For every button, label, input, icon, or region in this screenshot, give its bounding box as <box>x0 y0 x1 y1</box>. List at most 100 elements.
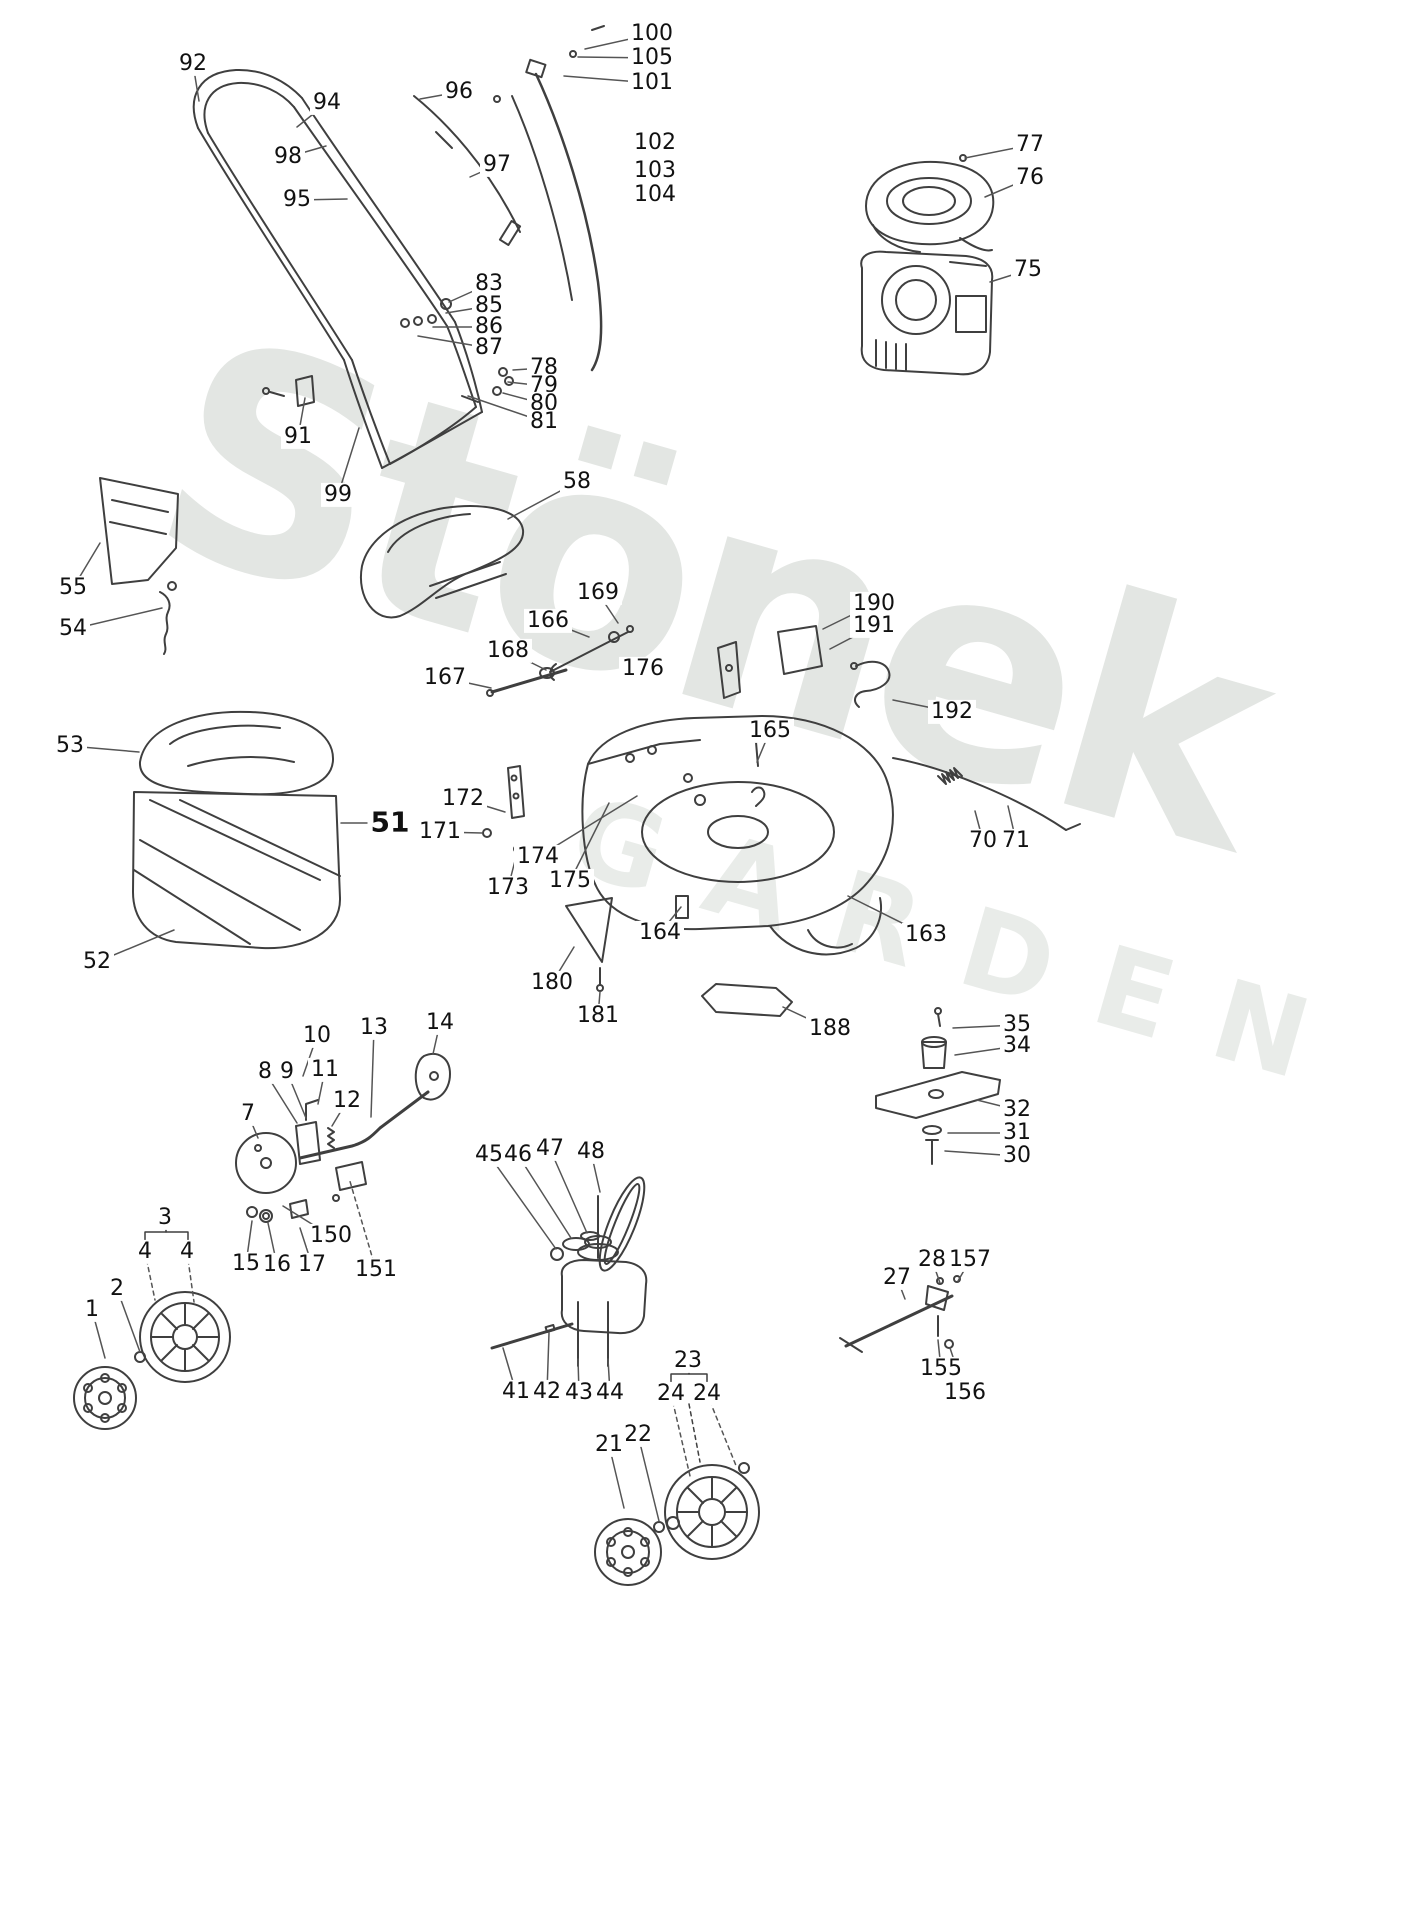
part-label-45: 45 <box>472 1142 506 1168</box>
part-label-13: 13 <box>357 1015 391 1041</box>
part-label-53: 53 <box>53 733 87 759</box>
part-label-91: 91 <box>281 424 315 450</box>
part-label-99: 99 <box>321 482 355 508</box>
part-label-181: 181 <box>574 1003 622 1029</box>
part-label-51: 51 <box>367 807 413 839</box>
leader-line-175 <box>569 802 610 882</box>
part-label-172: 172 <box>439 786 487 812</box>
part-label-166: 166 <box>524 608 572 634</box>
part-label-31: 31 <box>1000 1120 1034 1146</box>
leader-line-13 <box>370 1027 375 1118</box>
part-label-58: 58 <box>560 469 594 495</box>
part-label-11: 11 <box>308 1057 342 1083</box>
part-label-171: 171 <box>416 819 464 845</box>
rear-wheel-art <box>594 1462 760 1586</box>
gearbox-art <box>490 1176 648 1367</box>
part-label-23: 23 <box>671 1348 705 1374</box>
part-label-41: 41 <box>499 1379 533 1405</box>
left-wheel-art <box>73 1291 231 1430</box>
part-label-34: 34 <box>1000 1033 1034 1059</box>
part-label-2: 2 <box>107 1276 127 1302</box>
leader-line-46 <box>517 1154 572 1239</box>
part-label-83: 83 <box>472 271 506 297</box>
part-label-169: 169 <box>574 580 622 606</box>
part-label-167: 167 <box>421 665 469 691</box>
blade-art <box>875 1007 1001 1165</box>
part-label-168: 168 <box>484 638 532 664</box>
part-label-43: 43 <box>562 1380 596 1406</box>
part-label-24: 24 <box>654 1381 688 1407</box>
part-label-94: 94 <box>310 90 344 116</box>
part-label-77: 77 <box>1013 132 1047 158</box>
part-label-157: 157 <box>946 1247 994 1273</box>
front-cover-art <box>359 505 525 619</box>
misc-brackets-art <box>482 625 891 1017</box>
part-label-75: 75 <box>1011 257 1045 283</box>
part-label-44: 44 <box>593 1380 627 1406</box>
part-label-12: 12 <box>330 1088 364 1114</box>
part-label-86: 86 <box>472 314 506 340</box>
part-label-164: 164 <box>636 920 684 946</box>
part-label-163: 163 <box>902 922 950 948</box>
part-label-71: 71 <box>999 828 1033 854</box>
part-label-35: 35 <box>1000 1012 1034 1038</box>
part-label-151: 151 <box>352 1257 400 1283</box>
part-label-81: 81 <box>527 409 561 435</box>
part-label-103: 103 <box>631 158 679 184</box>
part-label-42: 42 <box>530 1379 564 1405</box>
part-label-100: 100 <box>628 21 676 47</box>
part-label-4: 4 <box>177 1239 197 1265</box>
part-label-32: 32 <box>1000 1097 1034 1123</box>
front-axle-art <box>235 1053 451 1223</box>
part-label-97: 97 <box>480 152 514 178</box>
part-label-7: 7 <box>238 1101 258 1127</box>
part-label-104: 104 <box>631 182 679 208</box>
part-label-22: 22 <box>621 1422 655 1448</box>
part-label-98: 98 <box>271 144 305 170</box>
part-label-192: 192 <box>928 699 976 725</box>
grass-catcher-art <box>132 710 342 950</box>
part-label-173: 173 <box>484 875 532 901</box>
part-label-8: 8 <box>255 1059 275 1085</box>
cables-art <box>413 25 605 372</box>
leader-line-151 <box>348 1177 377 1271</box>
part-label-16: 16 <box>260 1252 294 1278</box>
part-label-150: 150 <box>307 1223 355 1249</box>
part-label-155: 155 <box>917 1356 965 1382</box>
part-label-96: 96 <box>442 79 476 105</box>
part-label-21: 21 <box>592 1432 626 1458</box>
handle-art <box>192 68 514 469</box>
part-label-10: 10 <box>300 1023 334 1049</box>
part-label-14: 14 <box>423 1010 457 1036</box>
part-label-24: 24 <box>690 1381 724 1407</box>
part-label-27: 27 <box>880 1265 914 1291</box>
part-label-102: 102 <box>631 130 679 156</box>
part-label-95: 95 <box>280 187 314 213</box>
part-label-188: 188 <box>806 1016 854 1042</box>
part-label-105: 105 <box>628 45 676 71</box>
part-label-47: 47 <box>533 1136 567 1162</box>
part-label-70: 70 <box>966 828 1000 854</box>
discharge-chute-art <box>99 477 179 655</box>
part-label-156: 156 <box>941 1380 989 1406</box>
part-label-1: 1 <box>82 1297 102 1323</box>
part-label-165: 165 <box>746 718 794 744</box>
part-label-48: 48 <box>574 1139 608 1165</box>
part-label-17: 17 <box>295 1252 329 1278</box>
part-label-4: 4 <box>135 1239 155 1265</box>
part-label-28: 28 <box>915 1247 949 1273</box>
part-label-55: 55 <box>56 575 90 601</box>
part-label-15: 15 <box>229 1251 263 1277</box>
part-label-174: 174 <box>514 844 562 870</box>
part-label-30: 30 <box>1000 1143 1034 1169</box>
part-label-180: 180 <box>528 970 576 996</box>
part-label-54: 54 <box>56 616 90 642</box>
leader-line-45 <box>488 1154 557 1250</box>
part-label-85: 85 <box>472 293 506 319</box>
part-label-87: 87 <box>472 335 506 361</box>
part-label-52: 52 <box>80 949 114 975</box>
part-label-190: 190 <box>850 591 898 617</box>
part-label-191: 191 <box>850 613 898 639</box>
